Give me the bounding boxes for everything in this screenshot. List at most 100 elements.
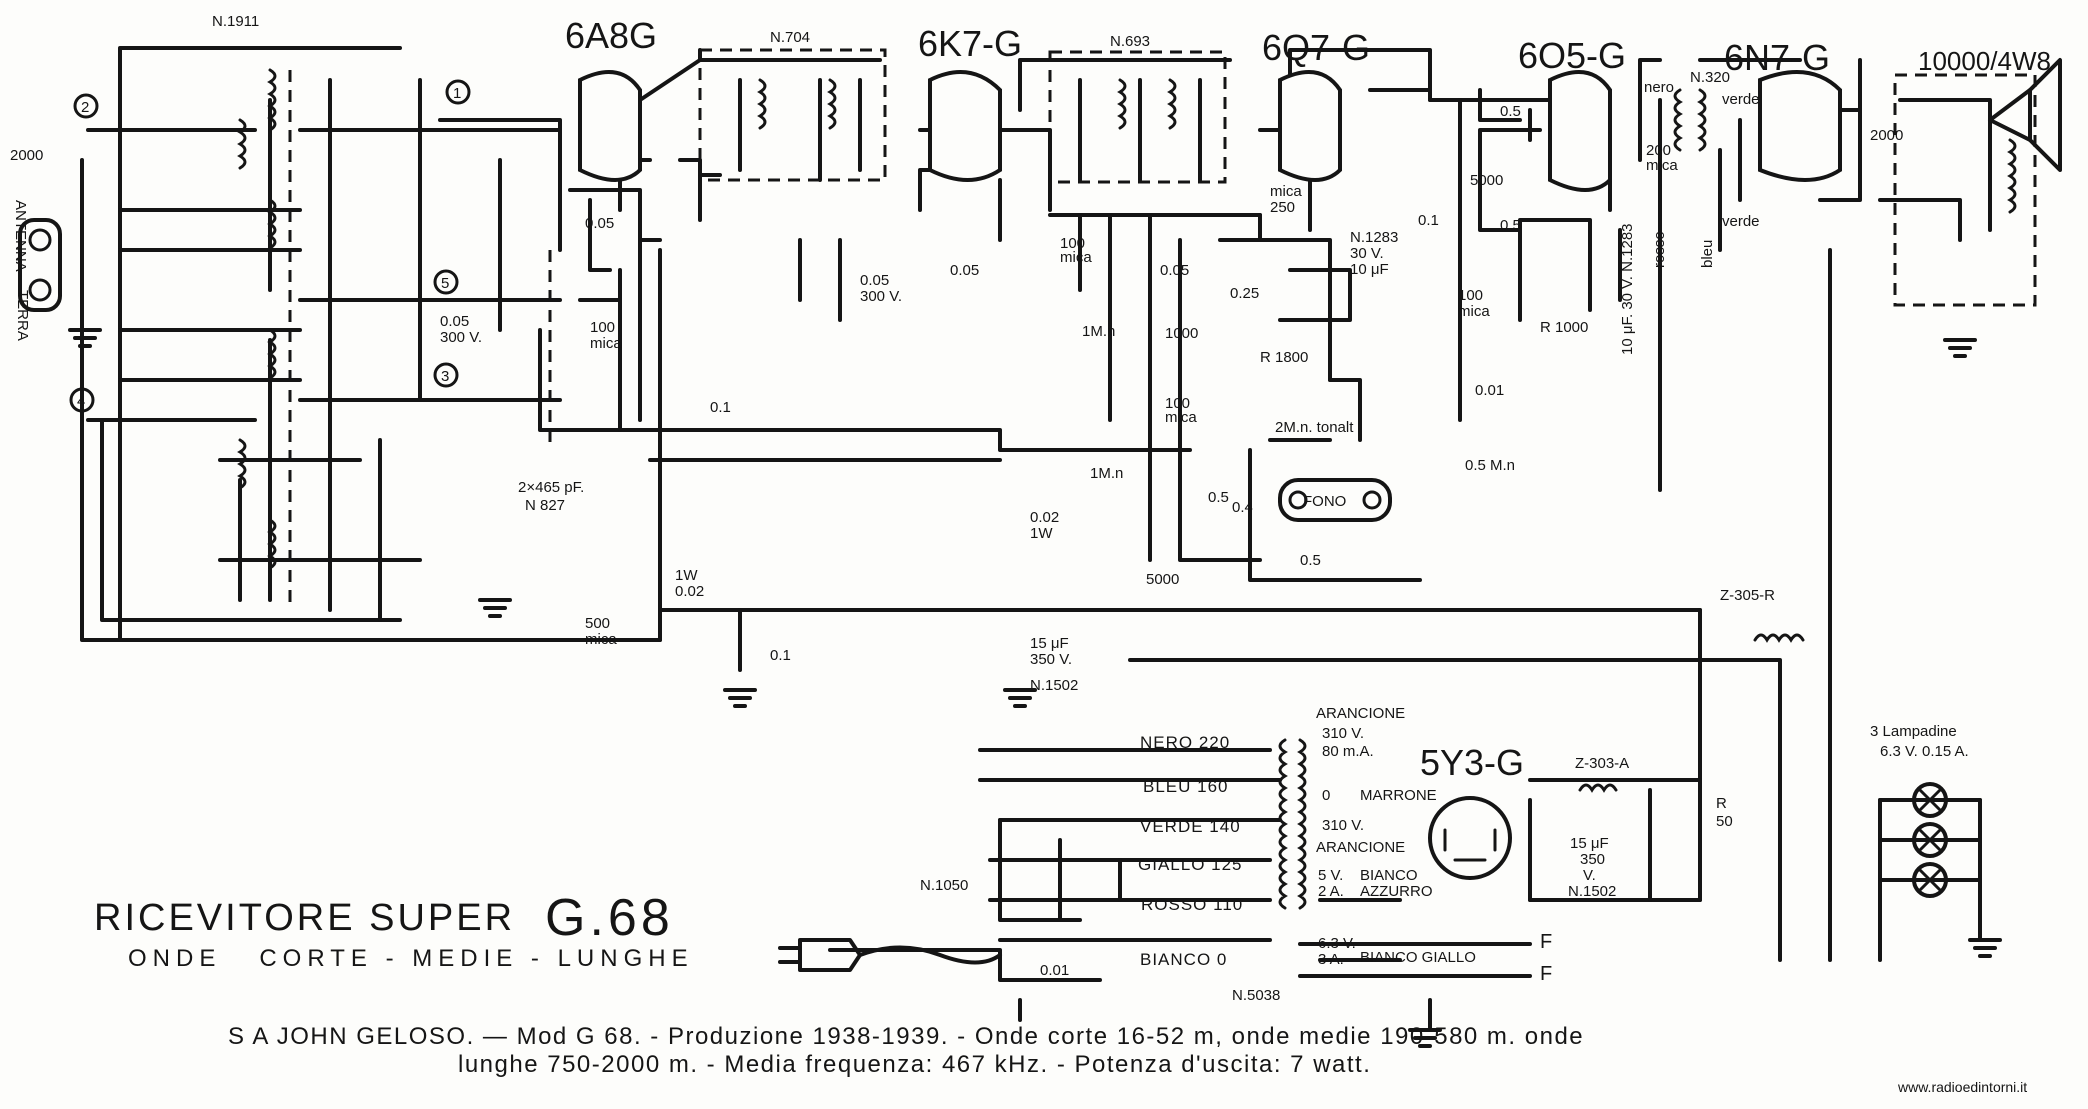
res-05b-label: 0.5: [1208, 489, 1229, 506]
cap-2000b-label: 2000: [1870, 127, 1903, 144]
cap-500-label: 500: [585, 615, 610, 632]
cap-100b-label: 100: [1165, 395, 1190, 412]
res-01b-label: 0.1: [1418, 212, 1439, 229]
terminal-4-label: 4: [77, 393, 85, 410]
sec-arancione2-label: ARANCIONE: [1316, 839, 1405, 856]
cap-10uf-value: 10 μF: [1350, 261, 1389, 278]
res-05a-label: 0.5: [1300, 552, 1321, 569]
speaker-symbol: [1988, 58, 2062, 172]
cap-005-if-label: 0.05: [860, 272, 889, 289]
wire-rosso-label: rosso: [1651, 231, 1668, 268]
res-002b-label: 0.02: [675, 583, 704, 600]
cap-100c-label: 100: [1458, 287, 1483, 304]
sec-f2-label: F: [1540, 963, 1552, 985]
res-1000-label: R 1000: [1540, 319, 1588, 336]
winding-rosso-label: ROSSO 110: [1141, 895, 1243, 914]
cap-100-label: 100: [590, 319, 615, 336]
tube-5y3g-symbol: [1428, 796, 1512, 880]
main-wiring: [80, 46, 1992, 1032]
res-05m-label: 0.5 M.n: [1465, 457, 1515, 474]
res-1w-label: 1W: [675, 567, 698, 584]
tube-label-6k7g: 6K7-G: [918, 23, 1022, 64]
cap-500-type: mica: [585, 631, 617, 648]
selector-label: N.1050: [920, 877, 968, 894]
cap-005-k-label: 0.05: [950, 262, 979, 279]
tube-6k7g-symbol: [928, 70, 1002, 182]
cap-100-if-label: 100: [1060, 235, 1085, 252]
choke2-label: Z-303-A: [1575, 755, 1629, 772]
cap-100-type: mica: [590, 335, 622, 352]
cap-001-label: 0.01: [1475, 382, 1504, 399]
cap-5000a-label: 5000: [1146, 571, 1179, 588]
pilot-lamps: [1912, 782, 1948, 898]
footer-line2: lunghe 750-2000 m. - Media frequenza: 46…: [458, 1051, 1371, 1078]
cap-200-type: mica: [1646, 157, 1678, 174]
fono-label: FONO: [1303, 493, 1346, 510]
tube-label-6a8g: 6A8G: [565, 15, 657, 56]
sec-bianco-label: BIANCO: [1360, 867, 1418, 884]
tube-6o5g-symbol: [1548, 70, 1612, 192]
title-line1: RICEVITORE SUPER: [94, 897, 515, 939]
res-01-label: 0.1: [710, 399, 731, 416]
terminal-markers: [69, 79, 471, 413]
sec-3a-label: 3 A.: [1318, 951, 1344, 968]
wire-bleu-label: bleu: [1699, 240, 1716, 268]
winding-giallo-label: GIALLO 125: [1138, 855, 1243, 874]
tube-6q7g-symbol: [1278, 70, 1342, 182]
tube-label-6q7g: 6Q7-G: [1262, 27, 1370, 68]
sec-hv2-label: 310 V.: [1322, 817, 1364, 834]
res-r-label: R: [1716, 795, 1727, 812]
watermark: www.radioedintorni.it: [1897, 1079, 2027, 1095]
cap-15uf2-unit: V.: [1583, 867, 1596, 884]
cap-1000-label: 1000: [1165, 325, 1198, 342]
tube-label-6n7g: 6N7-G: [1724, 37, 1830, 78]
cap-15uf-voltage: 350 V.: [1030, 651, 1072, 668]
sec-hv-label: 310 V.: [1322, 725, 1364, 742]
res-002-label: 0.02: [1030, 509, 1059, 526]
sec-marrone-label: MARRONE: [1360, 787, 1437, 804]
terminal-5-label: 5: [441, 275, 449, 292]
antenna-terminal: [18, 218, 62, 312]
sec-zero-label: 0: [1322, 787, 1330, 804]
speaker-label: 10000/4W8: [1918, 46, 2051, 76]
cap-005-if-voltage: 300 V.: [860, 288, 902, 305]
winding-nero-label: NERO 220: [1140, 733, 1230, 752]
res-1m-label: 1M.n: [1082, 323, 1115, 340]
sec-azzurro-label: AZZURRO: [1360, 883, 1433, 900]
cap-15uf2-value: 15 μF: [1570, 835, 1609, 852]
res-002-power: 1W: [1030, 525, 1053, 542]
tube-6n7g-symbol: [1758, 70, 1842, 182]
tube-6a8g-symbol: [578, 70, 642, 182]
cap-5000b-label: 5000: [1470, 172, 1503, 189]
res-1800-label: R 1800: [1260, 349, 1308, 366]
if2-label: N.693: [1110, 33, 1150, 50]
lamps-rating: 6.3 V. 0.15 A.: [1880, 743, 1969, 760]
winding-verde-label: VERDE 140: [1140, 817, 1241, 836]
lamps-label: 3 Lampadine: [1870, 723, 1957, 740]
ground-symbols: [68, 328, 2002, 1048]
sec-f1-label: F: [1540, 931, 1552, 953]
model-number: G.68: [545, 889, 674, 947]
terminal-2-label: 2: [81, 99, 89, 116]
res-1m2-label: 1M.n: [1090, 465, 1123, 482]
output-transformer-label: N.320: [1690, 69, 1730, 86]
cap-100-if-type: mica: [1060, 249, 1092, 266]
mains-transformer-label: N.5038: [1232, 987, 1280, 1004]
cap-005-voltage: 300 V.: [440, 329, 482, 346]
cap-15uf2-number: N.1502: [1568, 883, 1616, 900]
cap-mica250-type: mica: [1270, 183, 1302, 200]
footer-line1: S A JOHN GELOSO. — Mod G 68. - Produzion…: [228, 1023, 1584, 1050]
gang-cap-number: N 827: [525, 497, 565, 514]
sec-2a-label: 2 A.: [1318, 883, 1344, 900]
cap-005-label: 0.05: [440, 313, 469, 330]
cap-15uf-number: N.1502: [1030, 677, 1078, 694]
cap-10uf2-label: 10 μF. 30 V. N.1283: [1619, 223, 1636, 355]
osc-coil-label: N.1911: [212, 13, 259, 30]
tube-label-5y3g: 5Y3-G: [1420, 742, 1524, 783]
sec-arancione1-label: ARANCIONE: [1316, 705, 1405, 722]
title-line2: ONDE CORTE - MEDIE - LUNGHE: [128, 945, 694, 972]
res-04-label: 0.4: [1232, 499, 1253, 516]
cap-100b-type: mica: [1165, 409, 1197, 426]
winding-bleu-label: BLEU 160: [1143, 777, 1229, 796]
